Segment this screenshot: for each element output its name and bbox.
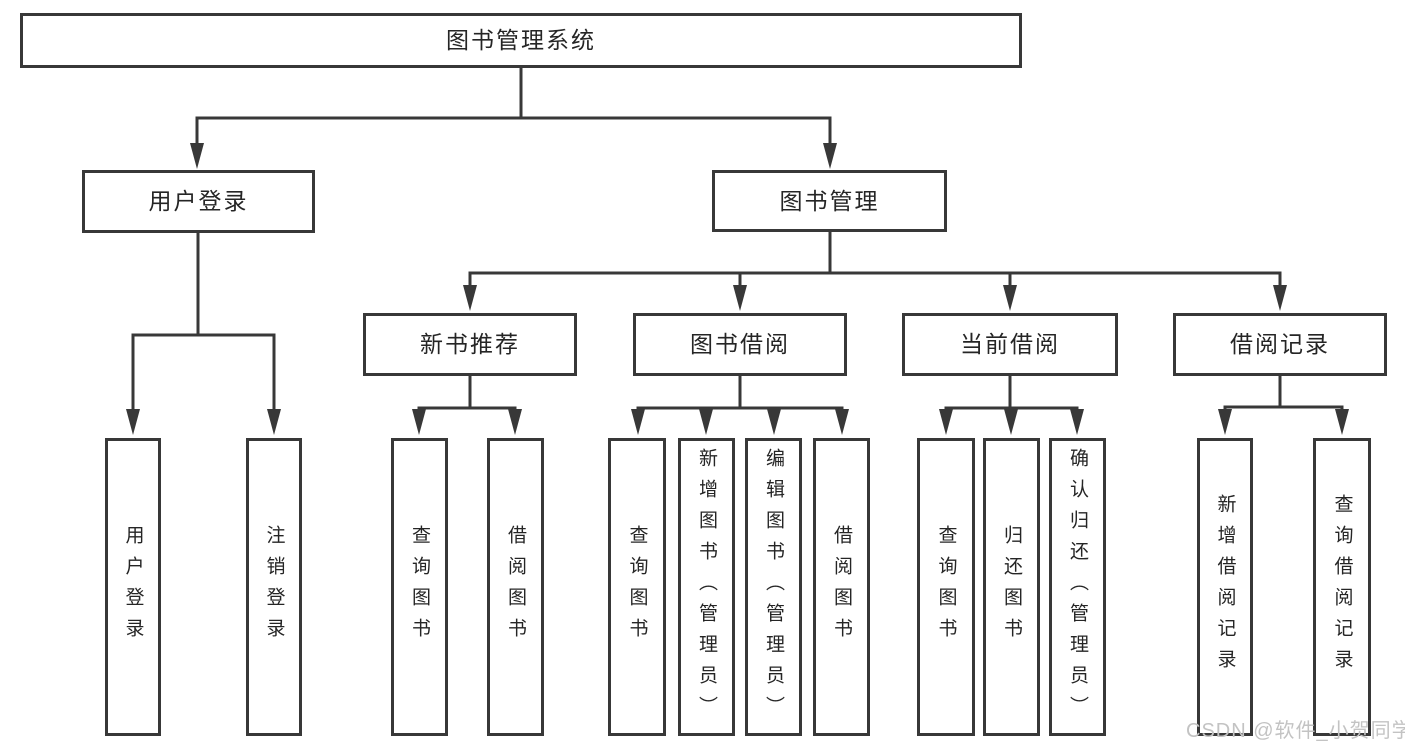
leaf-add-borrow-record: 新增借阅记录: [1197, 438, 1253, 736]
node-label: 图书管理: [779, 187, 880, 214]
node-library-system: 图书管理系统: [20, 13, 1022, 68]
node-label: 图书管理系统: [446, 27, 596, 53]
node-label: 查询图书: [626, 525, 648, 649]
leaf-borrow-books: 借阅图书: [813, 438, 870, 736]
leaf-add-book-admin: 新增图书（管理员）: [678, 438, 735, 736]
node-book-borrow: 图书借阅: [633, 313, 847, 376]
node-label: 编辑图书（管理员）: [763, 447, 784, 727]
leaf-query-books-recommend: 查询图书: [391, 438, 448, 736]
csdn-watermark: CSDN @软件_小贺同学: [1186, 720, 1405, 742]
leaf-edit-book-admin: 编辑图书（管理员）: [745, 438, 802, 736]
node-label: 归还图书: [1001, 525, 1022, 649]
node-label: 新增借阅记录: [1214, 494, 1236, 680]
node-borrow-records: 借阅记录: [1173, 313, 1387, 376]
leaf-query-borrow-record: 查询借阅记录: [1313, 438, 1371, 736]
node-label: 查询图书: [935, 525, 957, 649]
node-label: 新增图书（管理员）: [696, 447, 717, 727]
node-new-book-recommend: 新书推荐: [363, 313, 577, 376]
node-label: 用户登录: [148, 188, 249, 214]
node-label: 注销登录: [263, 525, 285, 649]
node-current-borrow: 当前借阅: [902, 313, 1118, 376]
node-label: 图书借阅: [690, 331, 790, 357]
node-label: 新书推荐: [420, 331, 520, 357]
leaf-query-books-borrow: 查询图书: [608, 438, 666, 736]
node-label: 查询图书: [409, 525, 430, 649]
leaf-user-login: 用户登录: [105, 438, 161, 736]
node-label: 确认归还（管理员）: [1067, 447, 1088, 727]
node-label: 借阅记录: [1230, 331, 1330, 357]
node-label: 查询借阅记录: [1331, 494, 1353, 680]
leaf-borrow-books-recommend: 借阅图书: [487, 438, 544, 736]
node-label: 当前借阅: [960, 331, 1060, 357]
leaf-query-books-current: 查询图书: [917, 438, 975, 736]
leaf-logout: 注销登录: [246, 438, 302, 736]
leaf-confirm-return-admin: 确认归还（管理员）: [1049, 438, 1106, 736]
node-user-login: 用户登录: [82, 170, 315, 233]
node-label: 用户登录: [122, 525, 144, 649]
node-label: 借阅图书: [505, 525, 526, 649]
node-book-management: 图书管理: [712, 170, 947, 232]
node-label: 借阅图书: [831, 525, 852, 649]
leaf-return-book: 归还图书: [983, 438, 1040, 736]
